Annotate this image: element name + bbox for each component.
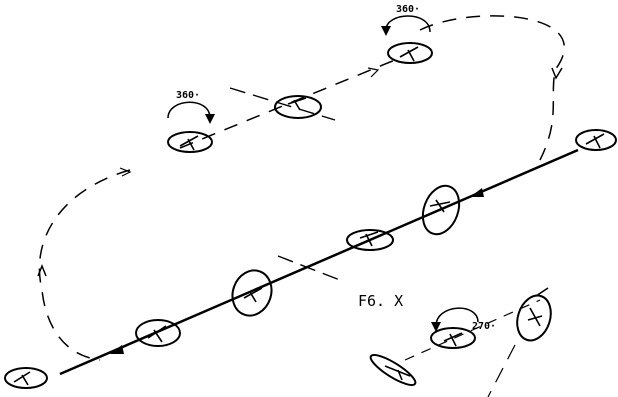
roll-position <box>4 367 48 389</box>
aircraft-icon <box>147 325 167 343</box>
direction-arrow-icon <box>381 26 391 36</box>
direction-arrow-icon <box>205 114 215 124</box>
direction-arrow-icon <box>367 67 380 78</box>
aircraft-icon <box>384 365 411 381</box>
roll-position <box>421 184 461 236</box>
inset-path <box>404 299 541 361</box>
direction-arrow-icon <box>551 67 563 80</box>
roll-position <box>575 129 617 151</box>
roll-position <box>167 131 213 153</box>
cross-line <box>229 87 336 121</box>
right-loop-path <box>419 15 565 161</box>
rotation-arrow-icon <box>435 307 479 327</box>
roll-position <box>369 353 417 387</box>
aircraft-icon <box>179 135 199 151</box>
left-loop-path <box>38 169 131 361</box>
rotation-label-top-right: 360· <box>396 4 420 15</box>
aircraft-icon <box>243 287 263 303</box>
aircraft-icon <box>443 332 463 347</box>
lower-flight-path <box>59 148 579 376</box>
aircraft-icon <box>13 371 31 386</box>
direction-arrow-icon <box>110 345 124 354</box>
aircraft-icon <box>287 97 307 111</box>
roll-position <box>430 327 476 349</box>
roll-position <box>346 229 394 251</box>
rotation-label-inset: 270· <box>472 321 496 332</box>
rotation-label-top-left: 360· <box>176 90 200 101</box>
roll-position <box>387 42 433 64</box>
cross-line <box>277 255 346 283</box>
rotation-arrow-icon <box>385 15 431 33</box>
roll-position <box>516 287 552 342</box>
inset-path <box>487 344 516 397</box>
figure-label: F6. X <box>358 292 403 310</box>
direction-arrow-icon <box>119 167 132 177</box>
aircraft-icon <box>399 46 419 62</box>
rotation-arrow-icon <box>167 101 211 119</box>
aircraft-icon <box>585 133 605 149</box>
roll-position <box>231 269 273 317</box>
roll-position <box>274 95 322 119</box>
upper-flight-path <box>179 59 396 149</box>
direction-arrow-icon <box>470 188 484 197</box>
aircraft-icon <box>527 287 549 327</box>
aircraft-icon <box>359 231 379 247</box>
aircraft-icon <box>429 199 451 213</box>
direction-arrow-icon <box>431 322 441 332</box>
direction-arrow-icon <box>37 263 47 277</box>
roll-position <box>135 319 181 347</box>
